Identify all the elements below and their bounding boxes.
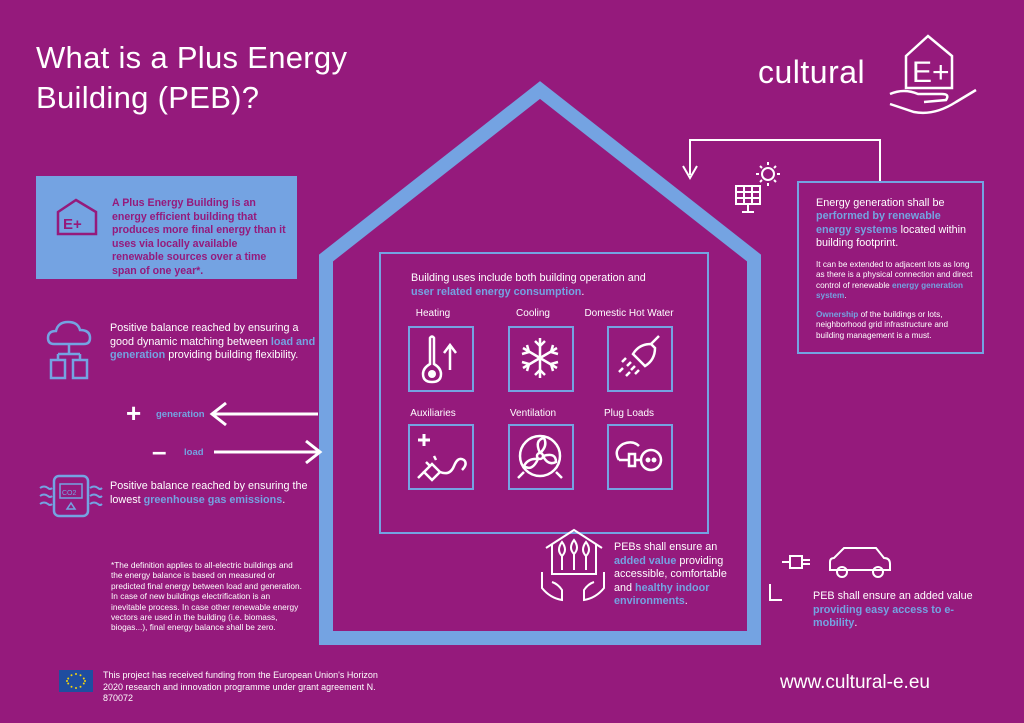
auxiliaries-tile [408, 424, 474, 490]
generation-box: Energy generation shall be performed by … [797, 181, 984, 354]
co2-sensor-icon: CO2 [39, 474, 103, 518]
fan-icon [517, 434, 563, 479]
generation-label: generation [156, 409, 205, 420]
indoor-text: PEBs shall ensure an added value providi… [614, 541, 727, 608]
uses-intro: Building uses include both building oper… [411, 272, 646, 298]
building-uses-box: Building uses include both building oper… [379, 252, 709, 534]
plug-loads-tile [607, 424, 673, 490]
cooling-label: Cooling [516, 308, 550, 319]
svg-text:E+: E+ [63, 216, 82, 233]
website-link[interactable]: www.cultural-e.eu [780, 672, 930, 693]
minus-sign: – [152, 436, 167, 466]
cooling-tile [508, 326, 574, 392]
shower-icon [618, 335, 660, 377]
ventilation-label: Ventilation [509, 408, 557, 419]
house-e-plus-icon: E+ [56, 198, 98, 236]
eu-flag-icon [59, 670, 93, 692]
heating-label: Heating [415, 308, 451, 319]
funding-text: This project has received funding from t… [103, 670, 378, 703]
definition-text: A Plus Energy Building is an energy effi… [112, 197, 286, 277]
plus-sign: + [126, 398, 142, 428]
cloud-network-icon [46, 320, 92, 380]
load-label: load [184, 447, 204, 458]
hot-water-label: Domestic Hot Water [584, 308, 674, 319]
generation-p3: Ownership of the buildings or lots, neig… [816, 310, 948, 340]
page-title: What is a Plus Energy Building (PEB)? [36, 40, 348, 115]
balance-text: Positive balance reached by ensuring a g… [110, 322, 316, 362]
flow-arrows [209, 401, 323, 465]
generation-p1: Energy generation shall be performed by … [816, 197, 967, 250]
house-hand-icon: E+ [889, 34, 977, 115]
plug-plus-icon [417, 434, 467, 482]
svg-text:CO2: CO2 [62, 490, 77, 497]
solar-panel-icon [735, 162, 780, 213]
hot-water-tile [607, 326, 673, 392]
thermometer-icon [421, 335, 457, 384]
definition-box: E+ A Plus Energy Building is an energy e… [36, 176, 297, 279]
cultural-e-logo: cultural E+ [758, 34, 978, 134]
heating-tile [408, 326, 474, 392]
snowflake-icon [521, 338, 559, 378]
generation-p2: It can be extended to adjacent lots as l… [816, 260, 973, 301]
ventilation-tile [508, 424, 574, 490]
auxiliaries-label: Auxiliaries [410, 408, 456, 419]
hands-house-icon [541, 528, 605, 602]
emissions-text: Positive balance reached by ensuring the… [110, 480, 308, 506]
footnote: *The definition applies to all-electric … [111, 560, 302, 633]
svg-text:E+: E+ [912, 56, 950, 89]
plug-loads-label: Plug Loads [603, 408, 655, 419]
mobility-text: PEB shall ensure an added value providin… [813, 590, 973, 630]
socket-icon [615, 441, 663, 472]
electric-car-icon [782, 547, 891, 578]
